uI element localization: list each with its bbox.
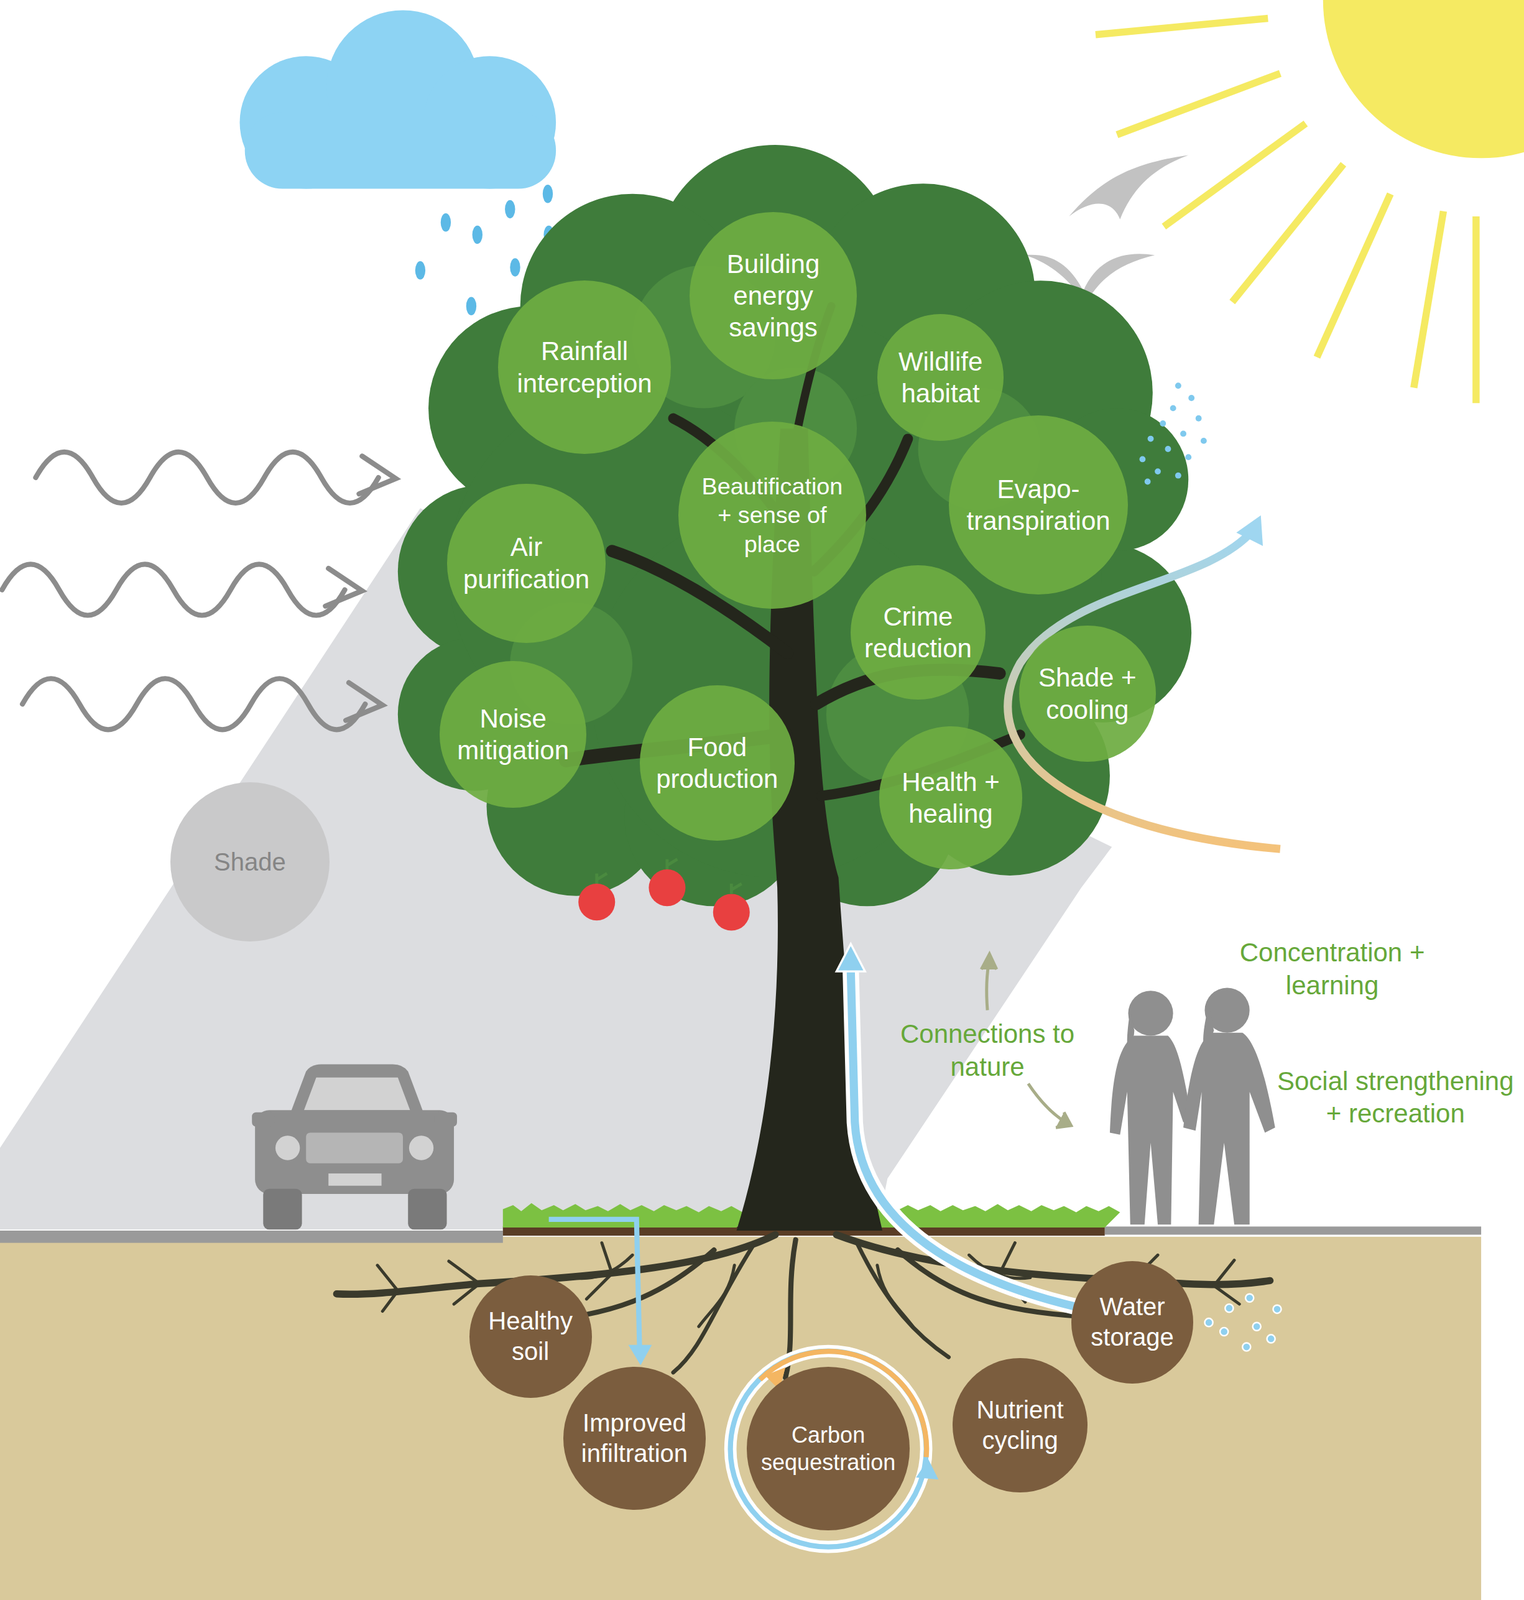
benefit-label: Connections to nature [876, 1017, 1099, 1084]
benefit-text: Building energy savings [711, 248, 836, 344]
sidewalk [1104, 1226, 1482, 1235]
soil-benefit-circle: Water storage [1071, 1260, 1194, 1384]
benefit-text: Healthy soil [484, 1305, 576, 1367]
benefit-text: Nutrient cycling [969, 1394, 1070, 1456]
car [251, 1064, 458, 1230]
mist-dots [1139, 382, 1207, 485]
benefit-circle: Food production [639, 685, 795, 841]
benefit-text: Improved infiltration [581, 1407, 688, 1469]
circle-text-group: Healthy soil [484, 1305, 576, 1367]
carbon-cycle-ring [730, 1351, 939, 1548]
benefit-text: Wildlife habitat [893, 345, 988, 410]
benefit-circle: Wildlife habitat [877, 314, 1004, 441]
benefit-circle: Beautification + sense of place [678, 421, 867, 610]
circle-text-group: Nutrient cycling [969, 1394, 1070, 1456]
ground [0, 1236, 1482, 1600]
circle-text-group: Food production [655, 731, 778, 795]
circle-text-group: Rainfall interception [516, 335, 652, 399]
circle-text-group: Wildlife habitat [893, 345, 988, 410]
soil-benefit-circle: Healthy soil [469, 1275, 592, 1398]
circle-text-group: Water storage [1086, 1291, 1178, 1353]
benefit-text: Health + healing [897, 766, 1004, 830]
tree-trunk [566, 305, 1021, 1231]
benefit-label: Social strengthening + recreation [1272, 1065, 1518, 1131]
soil-benefit-circle: Carbon sequestration [746, 1366, 910, 1530]
circle-text-group: Evapo- transpiration [966, 473, 1111, 537]
road [0, 1230, 504, 1243]
rain-cloud [240, 9, 557, 189]
circle-text-group: Air purification [463, 531, 590, 595]
benefit-circle: Health + healing [879, 726, 1023, 870]
benefit-circle: Crime reduction [850, 565, 986, 701]
benefit-label: Concentration + learning [1209, 936, 1455, 1002]
benefit-text: Crime reduction [864, 600, 972, 665]
benefit-text: Water storage [1086, 1291, 1178, 1353]
water-dots [1205, 1293, 1282, 1352]
benefit-circle: Evapo- transpiration [948, 415, 1129, 596]
benefit-circle: Rainfall interception [498, 280, 672, 454]
benefit-text: Rainfall interception [516, 335, 652, 399]
circle-text-group: Crime reduction [864, 600, 972, 665]
benefit-text: Noise mitigation [457, 702, 569, 767]
soil-benefit-circle: Nutrient cycling [952, 1357, 1088, 1493]
benefit-circle: Building energy savings [689, 212, 857, 380]
benefit-text: Shade [190, 846, 309, 878]
sun [1095, 0, 1524, 403]
circle-text-group: Shade [190, 846, 309, 878]
shade-circle: Shade [170, 782, 330, 942]
circle-text-group: Noise mitigation [457, 702, 569, 767]
benefit-text: Beautification + sense of place [701, 471, 843, 558]
circle-text-group: Shade + cooling [1036, 661, 1138, 726]
circle-text-group: Health + healing [897, 766, 1004, 830]
circle-text-group: Improved infiltration [581, 1407, 688, 1469]
circle-text-group: Building energy savings [711, 248, 836, 344]
benefit-circle: Noise mitigation [439, 660, 587, 808]
benefit-circle: Air purification [447, 483, 607, 643]
benefit-circle: Shade + cooling [1019, 625, 1156, 763]
water-uptake-arrow [836, 943, 1122, 1317]
benefit-text: Food production [655, 731, 778, 795]
apples [578, 859, 750, 931]
benefit-text: Evapo- transpiration [966, 473, 1111, 537]
benefit-text: Air purification [463, 531, 590, 595]
people [1109, 987, 1276, 1225]
noise-waves [1, 452, 396, 730]
benefit-text: Carbon sequestration [761, 1421, 896, 1477]
circle-text-group: Beautification + sense of place [701, 471, 843, 558]
soil-benefit-circle: Improved infiltration [563, 1366, 707, 1510]
benefit-text: Shade + cooling [1036, 661, 1138, 726]
circle-text-group: Carbon sequestration [761, 1421, 896, 1477]
